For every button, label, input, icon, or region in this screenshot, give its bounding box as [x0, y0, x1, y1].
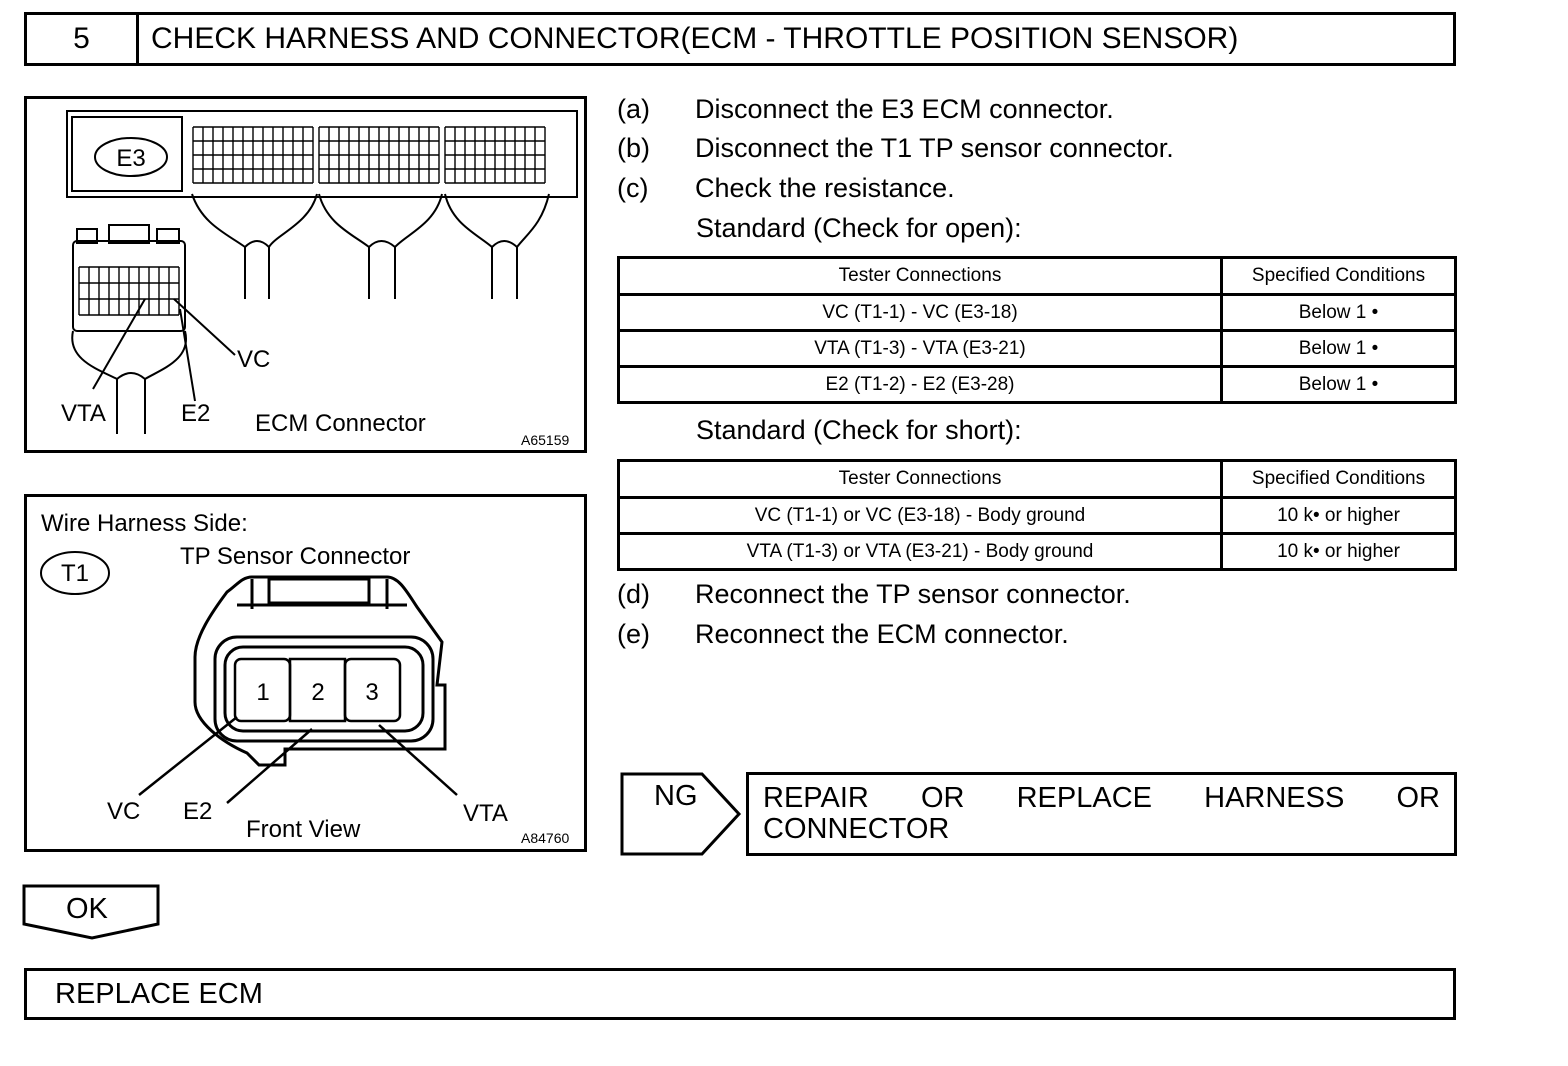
step-header: 5 CHECK HARNESS AND CONNECTOR(ECM - THRO…	[24, 12, 1456, 66]
step-text: Check the resistance.	[695, 173, 955, 203]
short-check-heading: Standard (Check for short):	[696, 415, 1022, 445]
specified-condition: Below 1 •	[1220, 329, 1457, 368]
pin-label-vta: VTA	[463, 800, 508, 827]
ng-action-line2: CONNECTOR	[763, 813, 950, 845]
step-label: (d)	[617, 579, 650, 609]
step-label: (e)	[617, 619, 650, 649]
step-number: 5	[27, 15, 139, 63]
table-row: E2 (T1-2) - E2 (E3-28) Below 1 •	[617, 365, 1457, 404]
tester-connection: E2 (T1-2) - E2 (E3-28)	[617, 365, 1223, 404]
ecm-connector-figure: E3 VC VTA E2 ECM Connector A65159	[24, 96, 587, 453]
ng-action-box: REPAIR OR REPLACE HARNESS OR CONNECTOR	[746, 772, 1457, 856]
specified-condition: 10 k• or higher	[1220, 496, 1457, 535]
pin-label-vc: VC	[107, 798, 140, 825]
pin-number-2: 2	[311, 679, 324, 706]
step-a: (a) Disconnect the E3 ECM connector.	[617, 93, 1377, 125]
step-e: (e) Reconnect the ECM connector.	[617, 618, 1377, 650]
e3-id-circle	[94, 137, 168, 177]
pin-label-e2: E2	[181, 400, 210, 427]
ng-arrow-icon	[620, 772, 742, 856]
ok-label: OK	[66, 893, 108, 925]
table-row: VC (T1-1) - VC (E3-18) Below 1 •	[617, 293, 1457, 332]
table-row: VTA (T1-3) - VTA (E3-21) Below 1 •	[617, 329, 1457, 368]
step-title: CHECK HARNESS AND CONNECTOR(ECM - THROTT…	[151, 22, 1239, 55]
step-text: Reconnect the ECM connector.	[695, 619, 1069, 649]
column-header: Specified Conditions	[1220, 459, 1457, 499]
step-b: (b) Disconnect the T1 TP sensor connecto…	[617, 132, 1377, 164]
open-check-heading: Standard (Check for open):	[696, 213, 1022, 243]
ng-action-word: REPLACE	[1016, 782, 1152, 814]
open-check-table: Tester Connections Specified Conditions …	[617, 256, 1457, 404]
pin-number-3: 3	[365, 679, 378, 706]
column-header: Tester Connections	[617, 459, 1223, 499]
result-box: REPLACE ECM	[24, 968, 1456, 1020]
figure-caption: ECM Connector	[255, 410, 426, 437]
ecm-connector-drawing: E3 VC VTA E2 ECM Connector A65159	[61, 110, 578, 448]
tp-connector-drawing: Wire Harness Side: T1 TP Sensor Connecto…	[40, 510, 569, 846]
step-c: (c) Check the resistance.	[617, 172, 1377, 204]
step-d: (d) Reconnect the TP sensor connector.	[617, 578, 1377, 610]
ng-action-word: OR	[920, 782, 965, 814]
specified-condition: 10 k• or higher	[1220, 532, 1457, 571]
tester-connection: VTA (T1-3) - VTA (E3-21)	[617, 329, 1223, 368]
specified-condition: Below 1 •	[1220, 293, 1457, 332]
tester-connection: VTA (T1-3) or VTA (E3-21) - Body ground	[617, 532, 1223, 571]
ng-action-word: HARNESS	[1204, 782, 1345, 814]
ng-action-word: REPAIR	[763, 782, 869, 814]
specified-condition: Below 1 •	[1220, 365, 1457, 404]
step-label: (c)	[617, 173, 649, 203]
step-label: (a)	[617, 94, 650, 124]
ok-arrow-icon	[22, 884, 160, 940]
table-row: VTA (T1-3) or VTA (E3-21) - Body ground …	[617, 532, 1457, 571]
pin-label-vc: VC	[237, 346, 270, 373]
side-label: Wire Harness Side:	[41, 510, 248, 537]
tp-connector-title: TP Sensor Connector	[180, 543, 410, 570]
figure-code: A65159	[521, 432, 569, 448]
result-text: REPLACE ECM	[55, 978, 263, 1010]
view-label: Front View	[246, 816, 361, 843]
tp-sensor-connector-figure: Wire Harness Side: T1 TP Sensor Connecto…	[24, 494, 587, 852]
short-check-table: Tester Connections Specified Conditions …	[617, 459, 1457, 571]
tester-connection: VC (T1-1) - VC (E3-18)	[617, 293, 1223, 332]
pin-number-1: 1	[256, 679, 269, 706]
pin-label-vta: VTA	[61, 400, 106, 427]
step-text: Reconnect the TP sensor connector.	[695, 579, 1131, 609]
ecm-connector-id: E3	[116, 145, 145, 172]
table-row: VC (T1-1) or VC (E3-18) - Body ground 10…	[617, 496, 1457, 535]
t1-id-circle	[40, 551, 110, 595]
tester-connection: VC (T1-1) or VC (E3-18) - Body ground	[617, 496, 1223, 535]
ng-label: NG	[654, 780, 698, 812]
step-text: Disconnect the T1 TP sensor connector.	[695, 133, 1174, 163]
column-header: Tester Connections	[617, 256, 1223, 296]
column-header: Specified Conditions	[1220, 256, 1457, 296]
ng-action-line1: REPAIR OR REPLACE HARNESS OR	[763, 783, 1440, 814]
step-label: (b)	[617, 133, 650, 163]
ng-action-word: OR	[1396, 782, 1440, 814]
figure-code: A84760	[521, 830, 569, 846]
pin-label-e2: E2	[183, 798, 212, 825]
tp-connector-id: T1	[61, 560, 89, 587]
step-text: Disconnect the E3 ECM connector.	[695, 94, 1114, 124]
